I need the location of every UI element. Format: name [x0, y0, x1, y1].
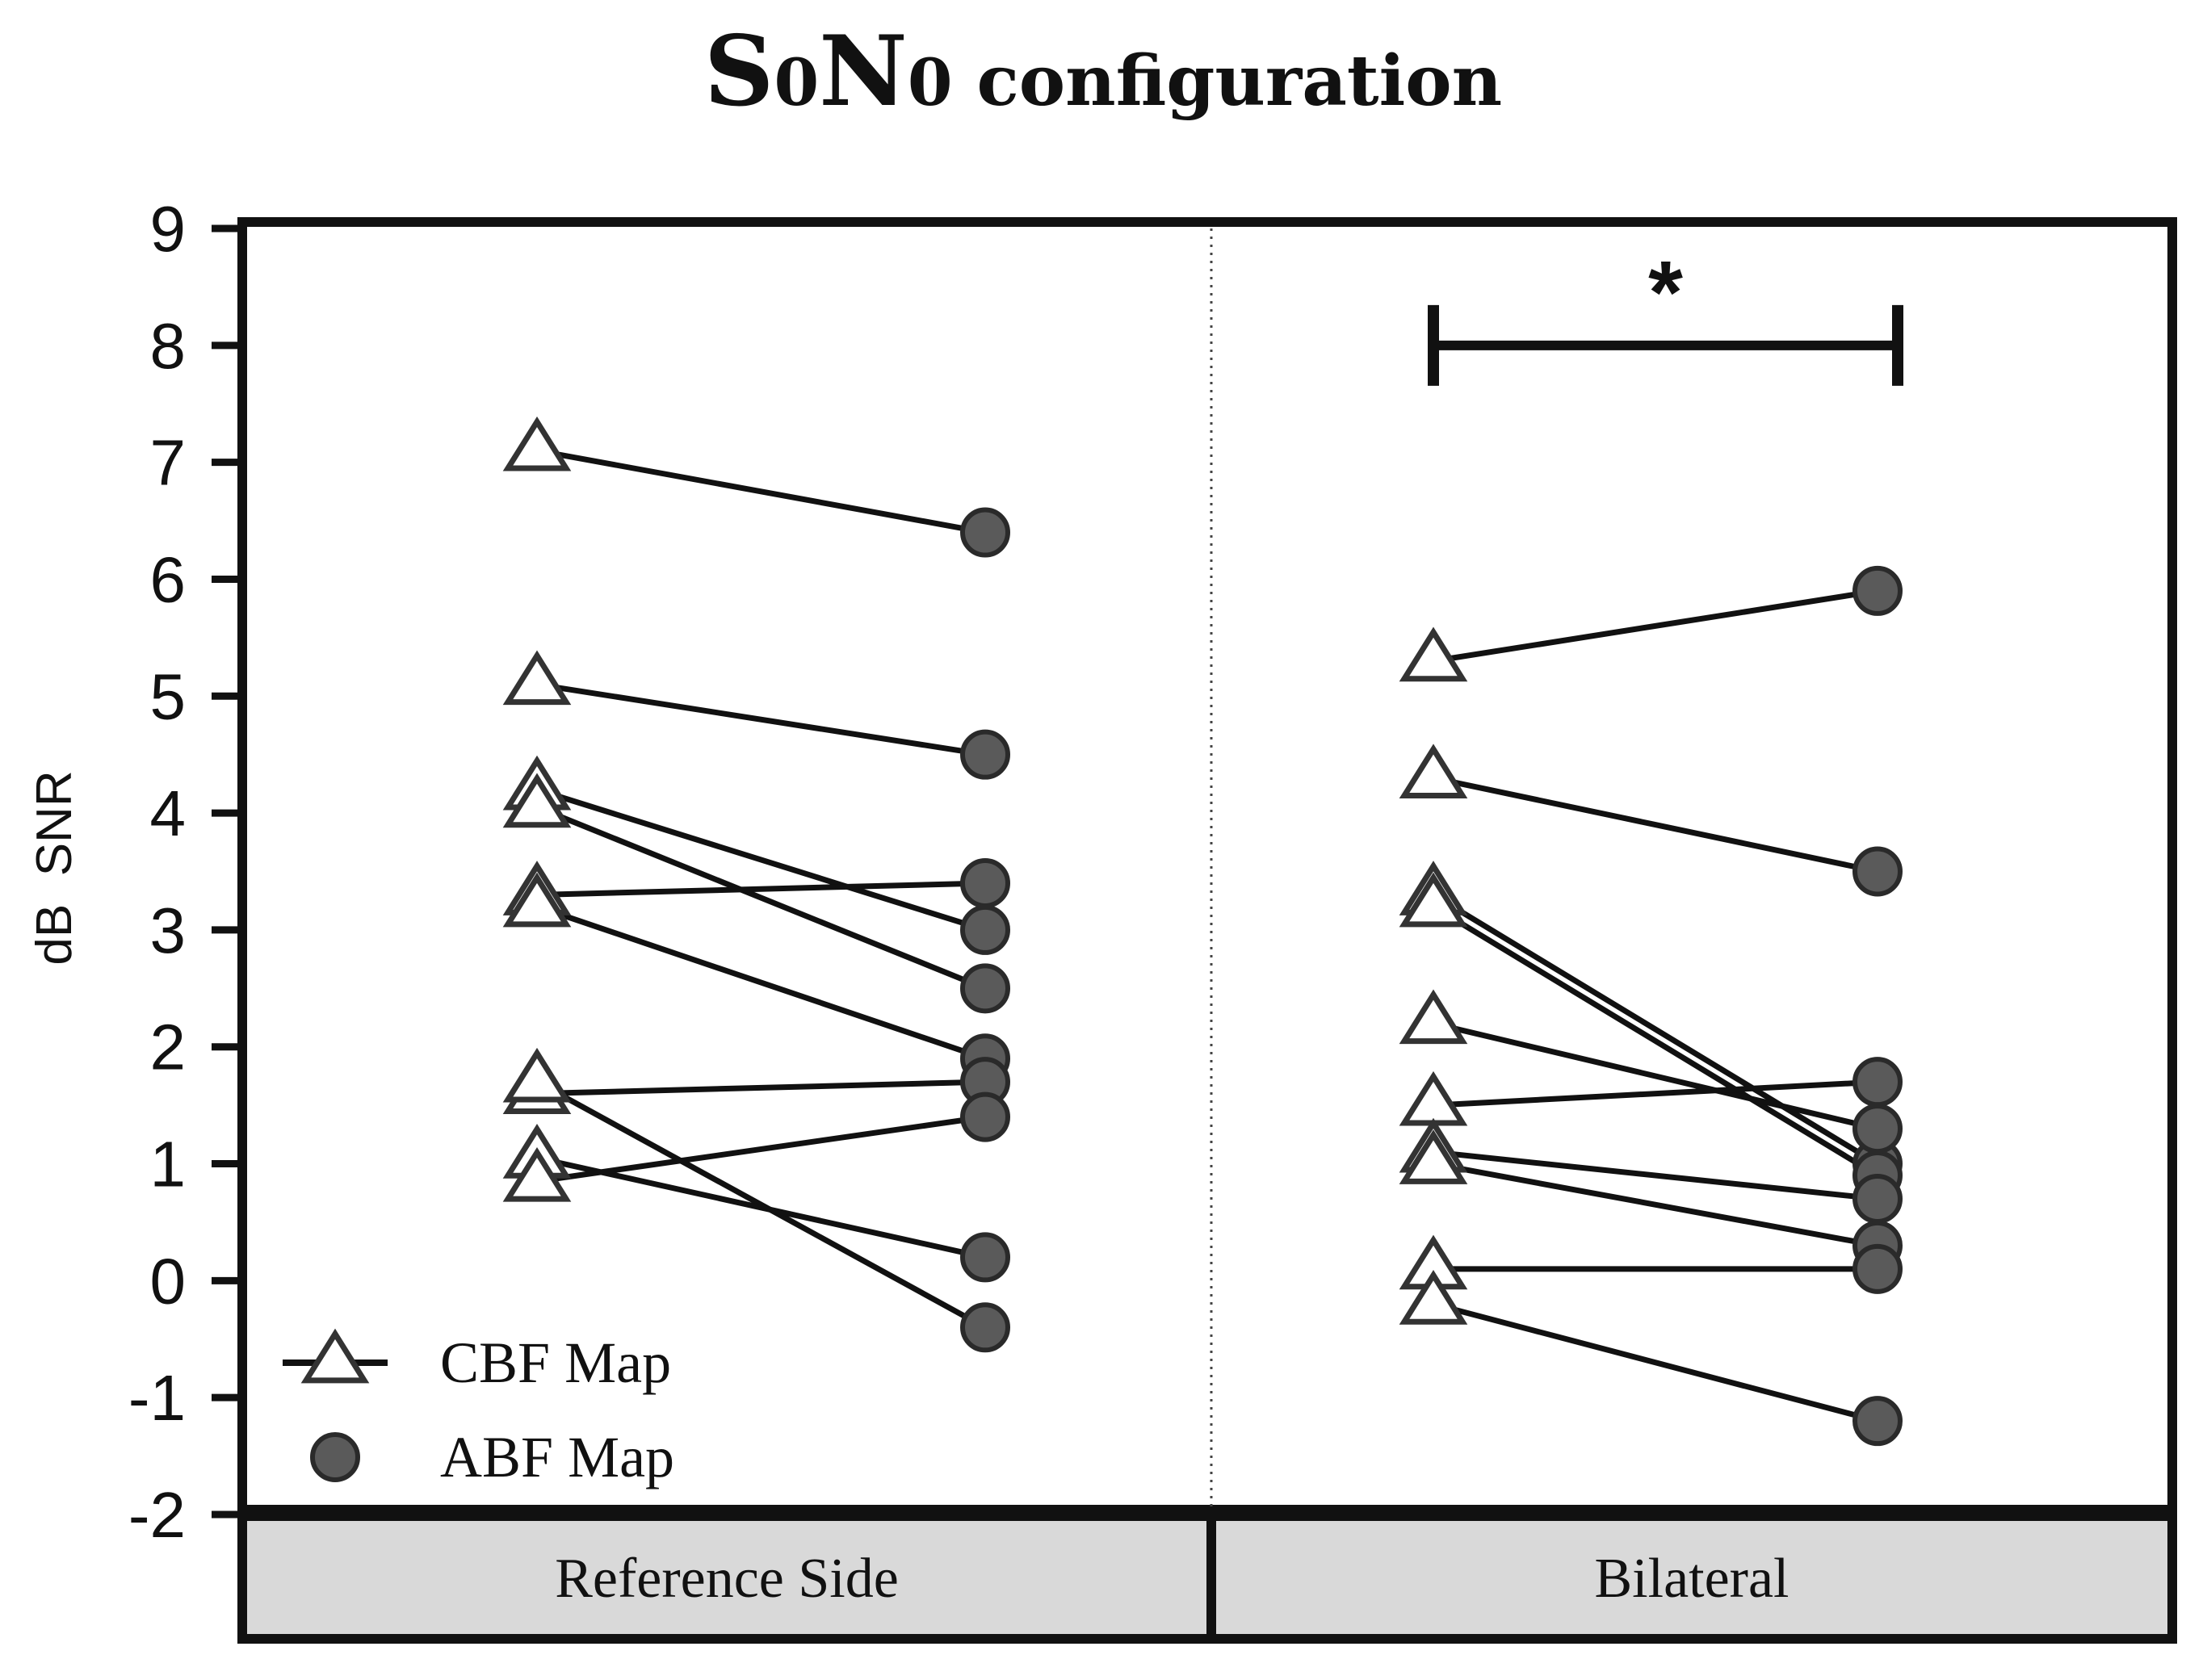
cbf-point	[1399, 1070, 1468, 1126]
plot-border	[237, 217, 2177, 1515]
abf-point	[960, 963, 1010, 1014]
pair-line	[1433, 1149, 1878, 1202]
pair-line	[536, 880, 986, 898]
y-tick-label: 4	[150, 777, 187, 849]
y-tick-label: 7	[150, 427, 187, 499]
title-main-2: N	[819, 15, 908, 128]
significance-star: *	[1648, 243, 1683, 342]
plot-frame	[237, 217, 2177, 1515]
abf-point	[960, 507, 1010, 558]
title-sub-2: 0	[908, 44, 953, 120]
y-axis-label: dB SNR	[27, 770, 82, 965]
y-tick-label: -1	[128, 1362, 186, 1434]
abf-point	[1852, 846, 1903, 897]
title-sub-1: 0	[774, 44, 819, 120]
y-tick-label: 0	[150, 1245, 187, 1317]
pair-line	[1433, 1020, 1878, 1132]
y-tick-label: 1	[150, 1129, 187, 1200]
cbf-point	[502, 1146, 572, 1202]
y-tick-label: 8	[150, 310, 187, 382]
cbf-point	[1399, 1129, 1468, 1184]
pair-line	[1432, 892, 1879, 1167]
cbf-point	[502, 650, 572, 706]
cbf-point	[502, 416, 572, 471]
pair-line	[1433, 1301, 1878, 1424]
cbf-point	[502, 1047, 572, 1103]
abf-point	[960, 1091, 1010, 1142]
y-tick-label: 6	[150, 543, 187, 615]
panel-label: Reference Side	[555, 1548, 899, 1610]
y-tick-label: -2	[128, 1479, 186, 1551]
pair-line	[1433, 1079, 1878, 1108]
title-main-1: S	[704, 15, 774, 128]
pair-line	[536, 447, 986, 535]
panel-label: Bilateral	[1594, 1548, 1789, 1610]
title-rest: configuration	[953, 40, 1503, 122]
cbf-point	[1399, 872, 1468, 928]
abf-point	[1852, 1396, 1903, 1447]
panel-label-box	[237, 1511, 1216, 1644]
pair-line	[535, 903, 987, 1062]
cbf-point	[1399, 1270, 1468, 1325]
panel-2: *	[1399, 243, 1903, 1447]
abf-point	[310, 1432, 360, 1482]
legend-label: CBF Map	[440, 1330, 671, 1395]
panel-label-box	[1206, 1511, 2177, 1644]
pair-line	[536, 1114, 986, 1184]
significance-bracket: *	[1428, 243, 1903, 386]
pair-line	[1432, 903, 1879, 1179]
cbf-point	[1399, 744, 1468, 799]
pair-line	[536, 1079, 986, 1097]
panel-labels: Reference Side Bilateral	[237, 1511, 2177, 1644]
abf-point	[960, 1232, 1010, 1283]
pair-line	[535, 1079, 987, 1330]
y-tick-label: 9	[150, 193, 187, 265]
legend-item: CBF Map	[283, 1328, 671, 1395]
pair-line	[1433, 1161, 1878, 1249]
cbf-point	[1399, 989, 1468, 1045]
cbf-point	[1399, 626, 1468, 682]
panel-1	[502, 416, 1010, 1353]
plot-marks: *	[502, 243, 1903, 1447]
abf-point	[1852, 1104, 1903, 1154]
y-axis-ticks: 9 8 7 6 5 4 3 2 1 0 -1 -2	[128, 193, 242, 1551]
abf-point	[960, 904, 1010, 955]
pair-line	[1433, 588, 1878, 664]
abf-point	[960, 857, 1010, 908]
abf-point	[1852, 565, 1903, 616]
cbf-point	[300, 1328, 370, 1384]
cbf-point	[502, 773, 572, 828]
legend-item: ABF Map	[310, 1425, 674, 1489]
y-tick-label: 5	[150, 660, 187, 732]
abf-point	[1852, 1057, 1903, 1108]
chart-title: S0N0 configuration	[704, 15, 1502, 128]
y-tick-label: 2	[150, 1012, 187, 1083]
abf-point	[960, 1302, 1010, 1353]
legend-label: ABF Map	[440, 1425, 674, 1489]
pair-line	[536, 1154, 986, 1260]
pair-line	[535, 804, 987, 991]
pair-line	[535, 786, 987, 933]
cbf-point	[502, 872, 572, 928]
abf-point	[1852, 1243, 1903, 1294]
y-tick-label: 3	[150, 894, 187, 966]
pair-line	[1433, 775, 1878, 874]
pair-line	[536, 681, 986, 758]
abf-point	[960, 729, 1010, 780]
abf-point	[1852, 1173, 1903, 1224]
